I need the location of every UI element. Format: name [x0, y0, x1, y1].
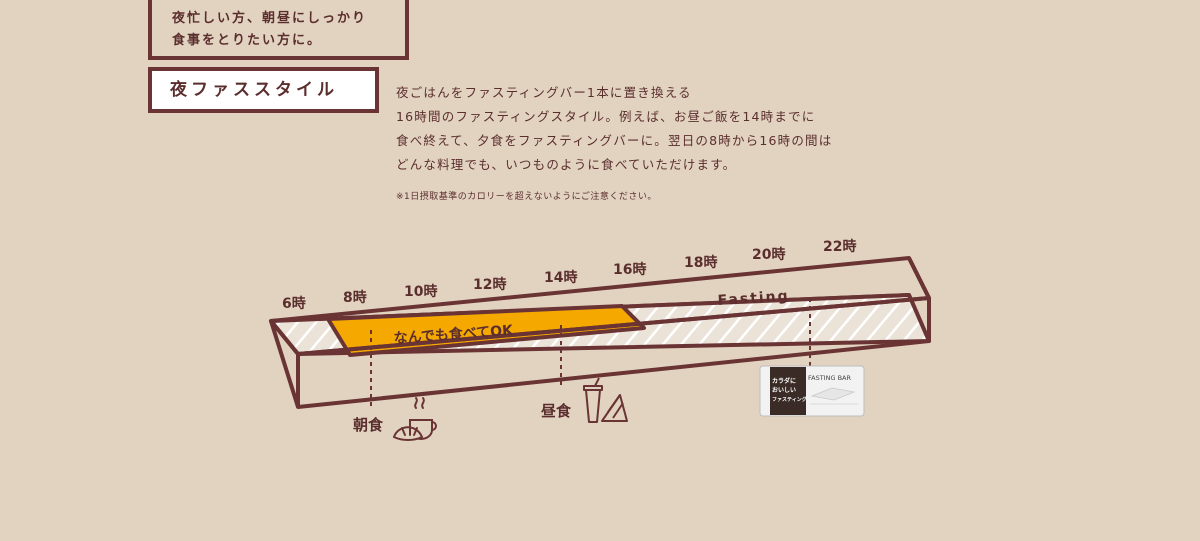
product-name-line-1: カラダに: [772, 377, 796, 385]
hour-label: 16時: [613, 261, 646, 278]
style-title: 夜ファススタイル: [148, 67, 379, 113]
hour-label: 12時: [473, 276, 506, 293]
product-name-line-2: おいしい: [772, 387, 796, 394]
drink-sandwich-icon: [583, 377, 628, 423]
breakfast-label: 朝食: [353, 416, 384, 434]
hour-labels: 6時 8時 10時 12時 14時 16時 18時 20時 22時: [282, 238, 856, 312]
hour-label: 6時: [282, 295, 306, 312]
description-line: 16時間のファスティングスタイル。例えば、お昼ご飯を14時までに: [396, 109, 816, 124]
hour-label: 22時: [823, 238, 856, 255]
description-line: どんな料理でも、いつものように食べていただけます。: [396, 157, 737, 172]
hour-label: 14時: [544, 269, 577, 286]
description-line: 食べ終えて、夕食をファスティングバーに。翌日の8時から16時の間は: [396, 133, 833, 148]
target-line-2: 食事をとりたい方に。: [172, 33, 323, 48]
target-line-1: 夜忙しい方、朝昼にしっかり: [172, 11, 368, 26]
product-brand: FASTING BAR: [808, 374, 851, 382]
hour-label: 10時: [404, 283, 437, 300]
fasting-label: Fasting: [717, 288, 790, 309]
hour-label: 8時: [343, 289, 367, 306]
bar-top-outline: [269, 256, 931, 356]
croissant-coffee-icon: [392, 397, 437, 441]
style-description: 夜ごはんをファスティングバー1本に置き換える 16時間のファスティングスタイル。…: [396, 81, 936, 177]
target-audience-box: 夜忙しい方、朝昼にしっかり 食事をとりたい方に。: [148, 0, 409, 60]
description-line: 夜ごはんをファスティングバー1本に置き換える: [396, 85, 692, 100]
product-name-line-3: ファスティング: [772, 396, 807, 403]
calorie-note: ※1日摂取基準のカロリーを超えないようにご注意ください。: [396, 192, 657, 202]
hour-label: 20時: [752, 246, 785, 263]
hour-label: 18時: [684, 254, 717, 271]
lunch-label: 昼食: [541, 402, 572, 420]
fasting-bar-product-image: FASTING BAR カラダに おいしい ファスティング: [759, 365, 865, 417]
